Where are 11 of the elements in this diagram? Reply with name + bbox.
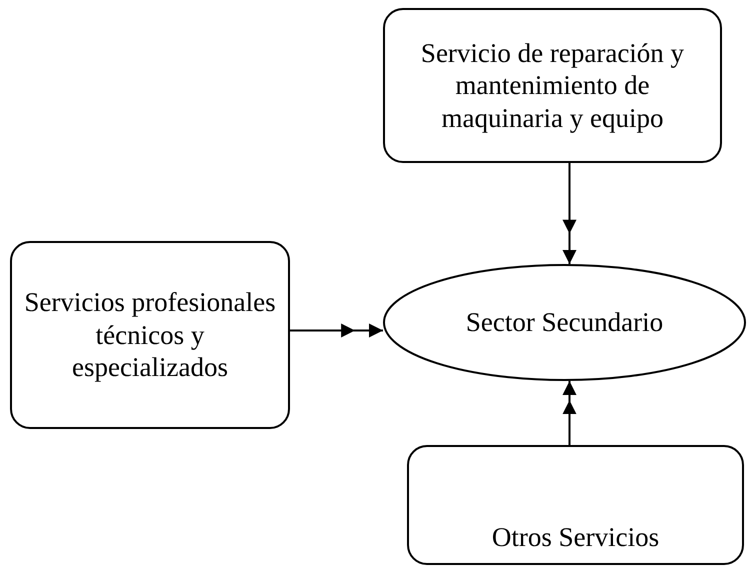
arrow [290, 324, 383, 338]
ellipse-node [383, 264, 746, 381]
rounded-box [407, 445, 744, 565]
rounded-box [10, 241, 290, 429]
node-label: Servicios profesionales técnicos y especializados [23, 286, 277, 384]
node-label: Sector Secundario [466, 306, 664, 339]
arrow [562, 163, 576, 264]
rounded-box [383, 8, 722, 163]
arrow [562, 381, 576, 445]
node-label: Otros Servicios [492, 520, 660, 553]
node-label: Servicio de reparación y mantenimiento de maquinaria y equipo [420, 36, 686, 134]
